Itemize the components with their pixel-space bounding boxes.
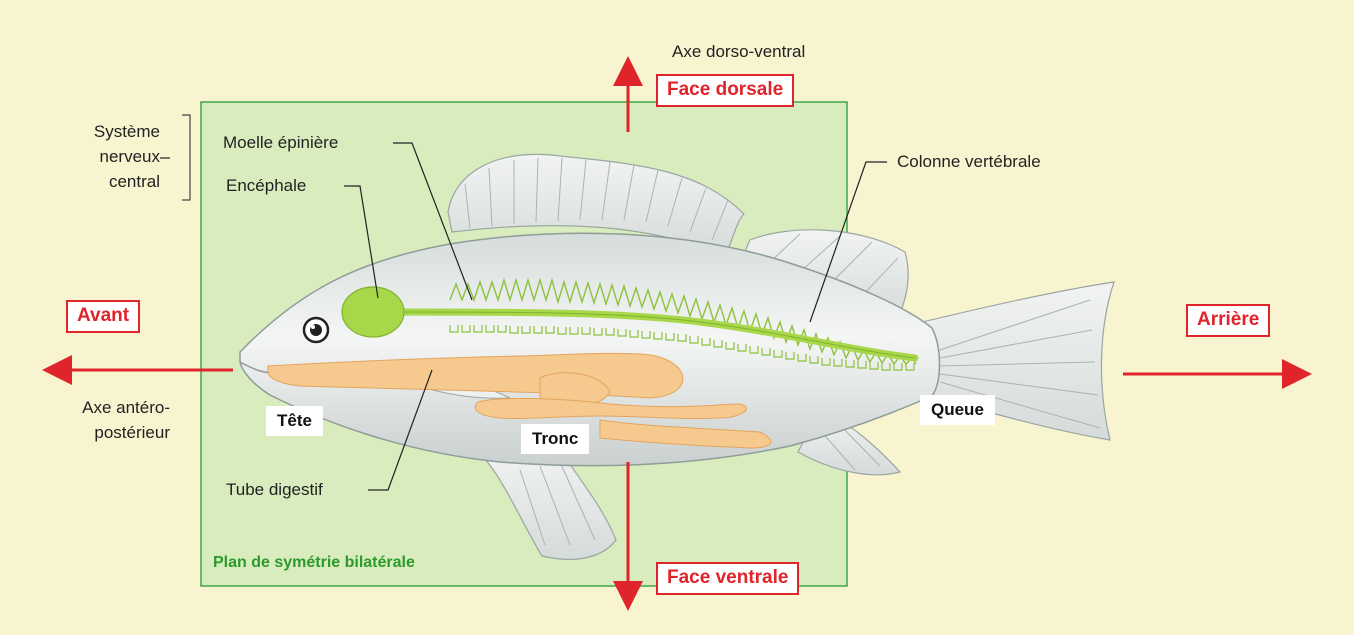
- ap-axis-line1: Axe antéro-: [30, 398, 170, 418]
- tronc-label: Tronc: [521, 424, 589, 454]
- cns-label-line1: Système: [62, 122, 160, 142]
- moelle-label: Moelle épinière: [223, 133, 338, 153]
- face-ventrale-label: Face ventrale: [656, 562, 799, 595]
- colonne-label: Colonne vertébrale: [897, 152, 1041, 172]
- encephale-label: Encéphale: [226, 176, 306, 196]
- tete-label: Tête: [266, 406, 323, 436]
- cns-label-line2: nerveux: [62, 147, 160, 167]
- arriere-label: Arrière: [1186, 304, 1270, 337]
- cns-label-line3: central: [62, 172, 160, 192]
- cns-bracket: [182, 115, 190, 200]
- avant-label: Avant: [66, 300, 140, 333]
- queue-label: Queue: [920, 395, 995, 425]
- ap-axis-line2: postérieur: [30, 423, 170, 443]
- plan-label: Plan de symétrie bilatérale: [213, 554, 415, 572]
- brain: [342, 287, 404, 337]
- face-dorsale-label: Face dorsale: [656, 74, 794, 107]
- tube-label: Tube digestif: [226, 480, 323, 500]
- dorsoventral-axis-label: Axe dorso-ventral: [672, 42, 805, 62]
